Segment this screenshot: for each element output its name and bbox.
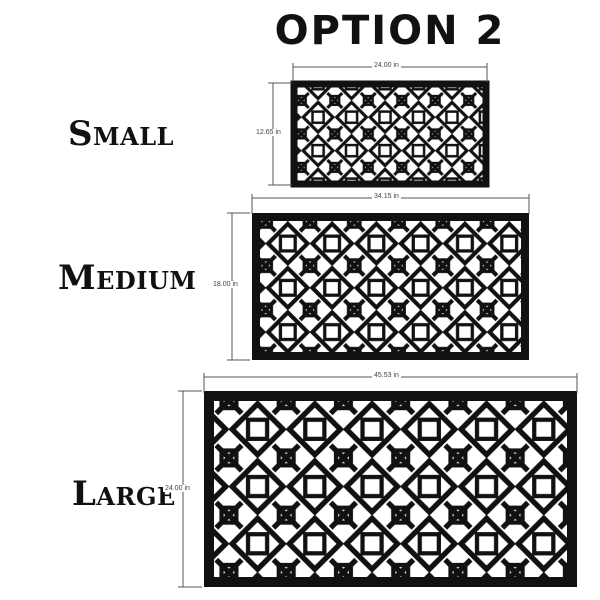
medium-width-dimension: 34.15 in	[372, 193, 401, 200]
large-width-dimension: 45.53 in	[372, 372, 401, 379]
panel-large	[178, 373, 578, 588]
small-width-dimension: 24.00 in	[372, 62, 401, 69]
page-title: OPTION 2	[274, 8, 506, 54]
large-height-dimension: 24.00 in	[163, 485, 192, 492]
medium-height-dimension: 18.00 in	[211, 281, 240, 288]
panel-small	[268, 63, 490, 188]
size-label-small: Small	[68, 114, 174, 154]
panel-medium	[227, 194, 530, 361]
size-label-large: Large	[72, 474, 176, 514]
small-height-dimension: 12.65 in	[254, 129, 283, 136]
size-label-medium: Medium	[58, 258, 197, 298]
